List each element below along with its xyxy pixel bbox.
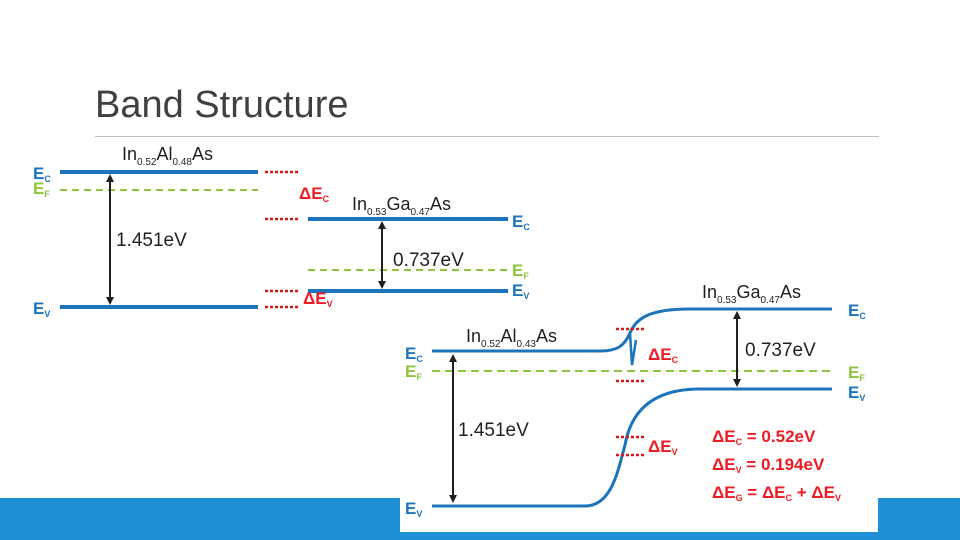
bottom-left-material-label: In0.52Al0.43As [466, 326, 557, 350]
top-right-ef-label: EF [512, 261, 529, 281]
bottom-right-ec-label: EC [848, 301, 866, 321]
top-right-ev-label: EV [512, 281, 529, 301]
equation-delta-ec: ΔEC = 0.52eV [712, 427, 816, 447]
bottom-right-ev-label: EV [848, 383, 865, 403]
top-left-material-label: In0.52Al0.48As [122, 144, 213, 168]
top-left-ef-label: EF [33, 179, 50, 199]
bottom-left-gap-value: 1.451eV [458, 420, 529, 441]
bottom-right-gap-value: 0.737eV [745, 340, 816, 361]
slide-title: Band Structure [95, 84, 349, 126]
bottom-right-material-label: In0.53Ga0.47As [702, 282, 801, 306]
top-right-ec-label: EC [512, 212, 530, 232]
bottom-valence-band [432, 387, 832, 508]
bottom-left-ef-label: EF [405, 362, 422, 382]
top-diagram: In0.52Al0.48As In0.53Ga0.47As EC EF EV E… [33, 144, 530, 319]
top-right-gap-value: 0.737eV [393, 250, 464, 271]
equation-delta-eg: ΔEG = ΔEC + ΔEV [712, 483, 841, 503]
bottom-conduction-band [432, 307, 832, 353]
top-delta-ev-label: ΔEV [303, 289, 333, 309]
equation-delta-ev: ΔEV = 0.194eV [712, 455, 825, 475]
bottom-delta-ev-label: ΔEV [648, 437, 678, 457]
footer-image-overlap [400, 498, 878, 532]
top-left-ec-label: EC [33, 164, 51, 184]
bottom-delta-ec-label: ΔEC [648, 345, 679, 365]
top-left-gap-value: 1.451eV [116, 230, 187, 251]
bottom-left-ev-label: EV [405, 499, 422, 519]
bottom-left-ec-label: EC [405, 344, 423, 364]
bottom-right-ef-label: EF [848, 363, 865, 383]
top-right-material-label: In0.53Ga0.47As [352, 194, 451, 218]
top-delta-ec-label: ΔEC [299, 184, 330, 204]
bottom-diagram: In0.52Al0.43As In0.53Ga0.47As EC EF EV E… [405, 282, 866, 519]
title-divider [95, 136, 879, 137]
bottom-conduction-notch [628, 332, 638, 366]
top-left-ev-label: EV [33, 299, 50, 319]
